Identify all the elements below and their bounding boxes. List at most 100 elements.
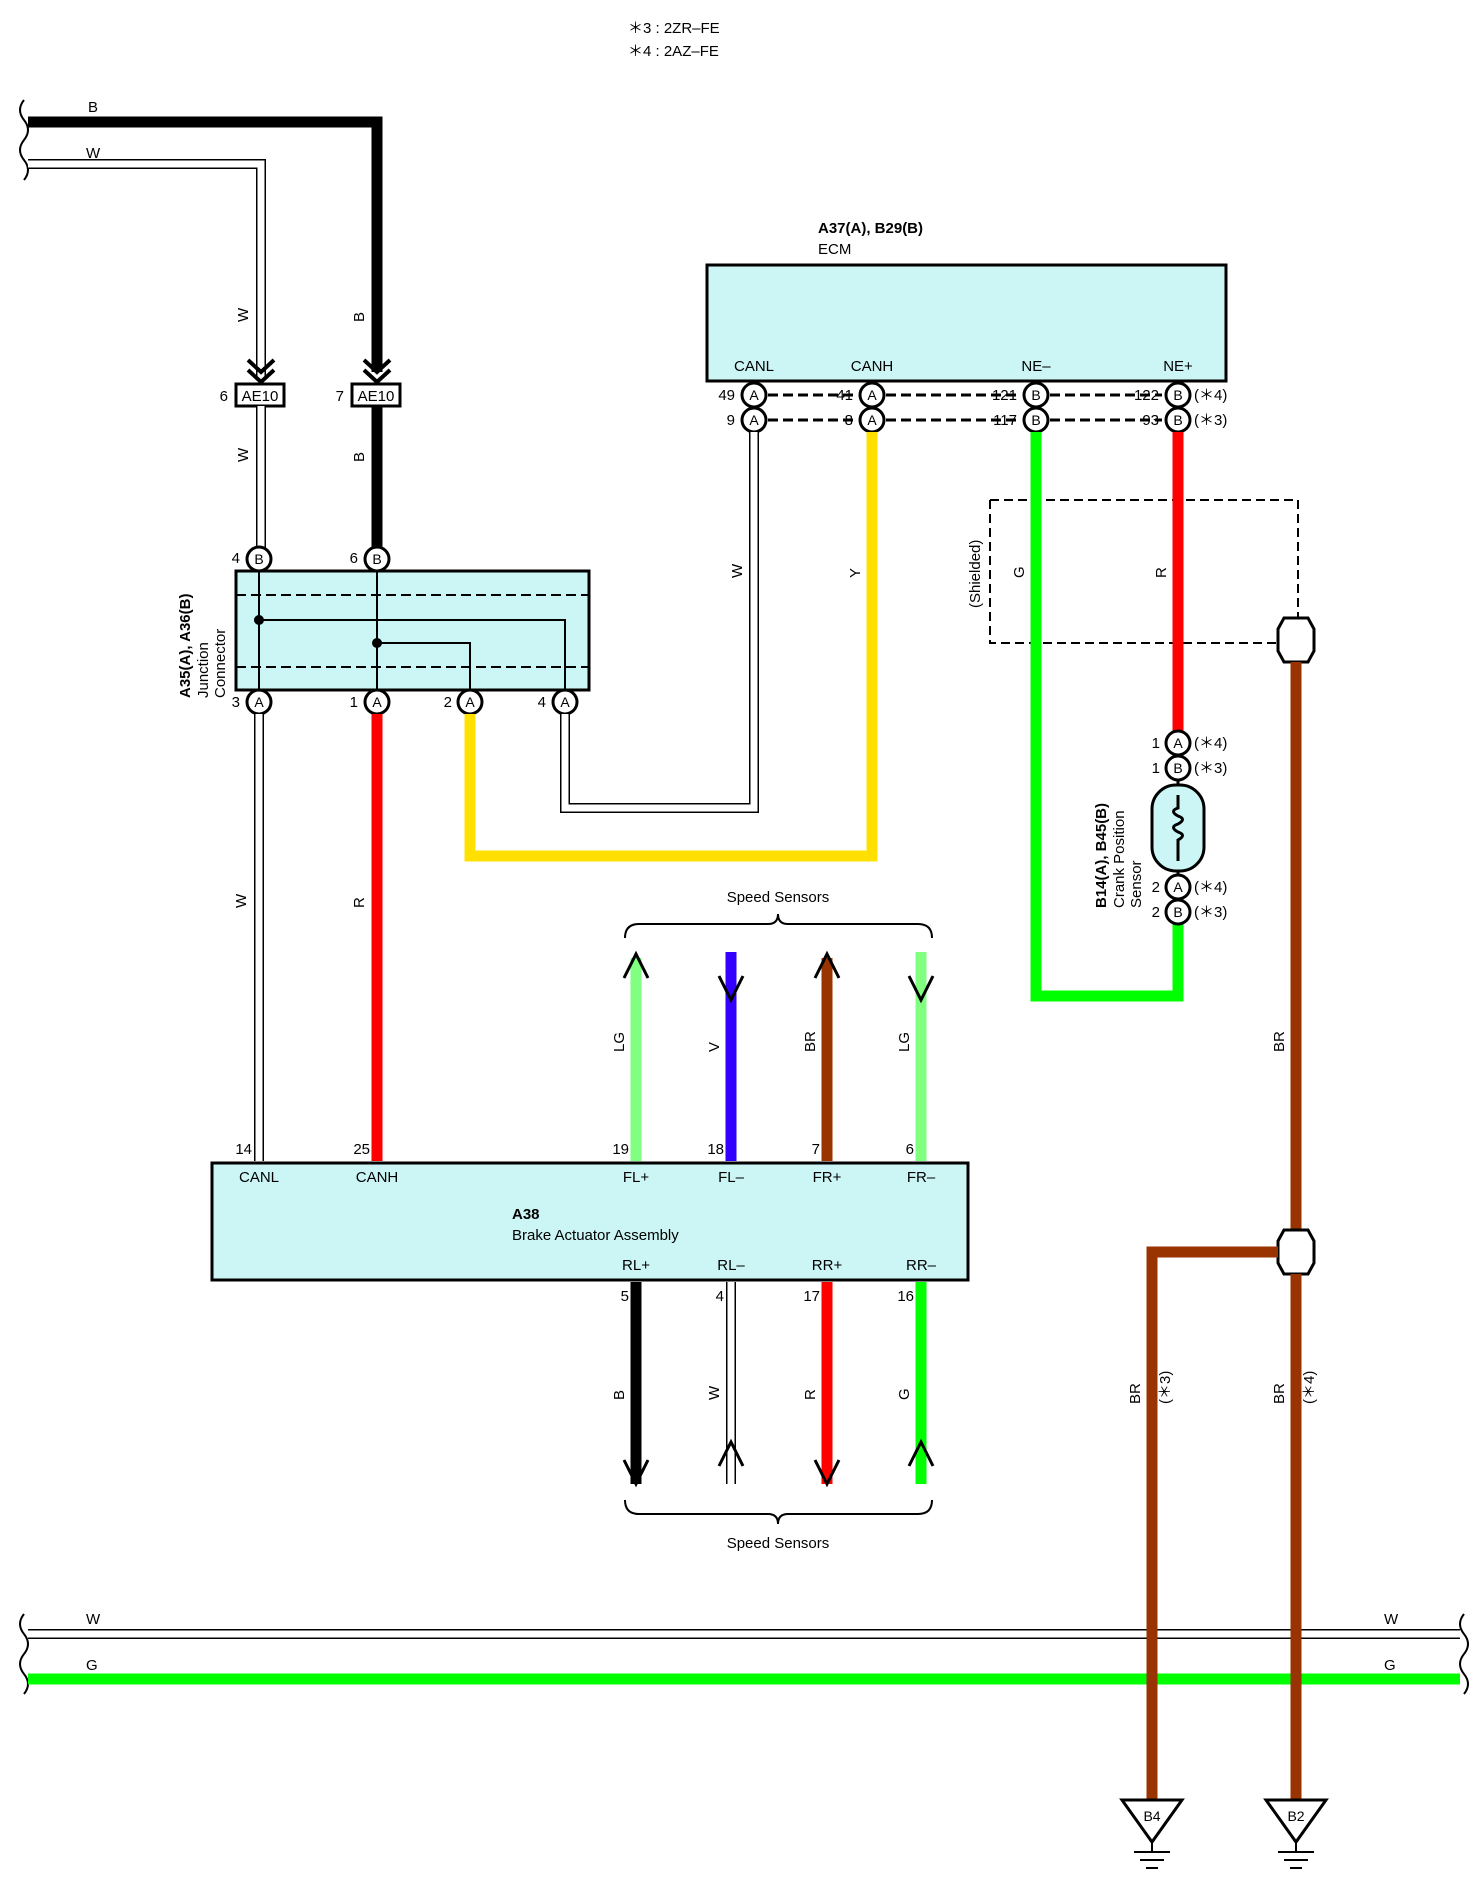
svg-text:1: 1 [1152, 735, 1160, 752]
svg-text:AE10: AE10 [242, 388, 279, 405]
brake-actuator-id: A38 [512, 1206, 540, 1223]
wire-label-b-ae10-in: B [351, 312, 368, 322]
svg-text:B: B [372, 551, 381, 567]
ecm-id: A37(A), B29(B) [818, 220, 923, 237]
svg-text:B: B [1031, 387, 1040, 403]
wire-w-top [28, 159, 266, 380]
crank-sensor-name-1: Crank Position [1111, 810, 1128, 908]
svg-text:V: V [706, 1042, 723, 1052]
svg-text:8: 8 [845, 412, 853, 429]
svg-text:7: 7 [812, 1141, 820, 1158]
svg-text:(＊4): (＊4) [1194, 879, 1227, 896]
junction-pin-top-4 [245, 545, 273, 573]
svg-text:6: 6 [350, 550, 358, 567]
svg-text:W: W [235, 447, 252, 462]
svg-text:G: G [1011, 566, 1028, 578]
wire-g-ne-minus [1030, 432, 1184, 1002]
svg-text:17: 17 [803, 1288, 820, 1305]
svg-text:BR: BR [802, 1031, 819, 1052]
wire-y-ecm-canh [464, 432, 878, 862]
crank-sensor-name-2: Sensor [1128, 860, 1145, 908]
junction-internal-wiring [259, 619, 566, 690]
arrow-up-icon [907, 1438, 935, 1467]
svg-text:G: G [896, 1388, 913, 1400]
svg-text:B2: B2 [1287, 1808, 1304, 1824]
svg-text:G: G [1384, 1657, 1396, 1674]
svg-text:LG: LG [611, 1032, 628, 1052]
svg-text:R: R [802, 1389, 819, 1400]
svg-text:W: W [729, 563, 746, 578]
wire-label-w-ae10-in: W [235, 307, 252, 322]
wire-b-top [28, 116, 383, 372]
svg-text:6: 6 [906, 1141, 914, 1158]
svg-text:1: 1 [1152, 760, 1160, 777]
svg-text:B4: B4 [1143, 1808, 1160, 1824]
engine-note-3: ＊3 : 2ZR–FE [628, 20, 720, 37]
svg-text:A: A [749, 387, 759, 403]
svg-text:AE10: AE10 [358, 388, 395, 405]
svg-text:W: W [1384, 1611, 1399, 1628]
arrow-up-icon [622, 950, 650, 979]
svg-text:FL–: FL– [718, 1169, 745, 1186]
svg-text:A: A [867, 412, 877, 428]
arrow-down-icon [717, 975, 745, 1004]
brake-actuator-name: Brake Actuator Assembly [512, 1227, 679, 1244]
svg-text:B: B [1031, 412, 1040, 428]
svg-text:B: B [611, 1390, 628, 1400]
svg-text:(＊4): (＊4) [1194, 735, 1227, 752]
svg-text:CANH: CANH [851, 358, 894, 375]
svg-text:B: B [1173, 387, 1182, 403]
svg-text:BR: BR [1271, 1031, 1288, 1052]
crank-sensor-id: B14(A), B45(B) [1093, 803, 1110, 908]
svg-text:A: A [254, 694, 264, 710]
arrow-up-icon [717, 1438, 745, 1467]
svg-text:(＊3): (＊3) [1194, 904, 1227, 921]
crank-pin-2b [1164, 898, 1192, 926]
svg-text:B: B [1173, 904, 1182, 920]
svg-text:(＊3): (＊3) [1157, 1371, 1174, 1404]
wire-break-mark-bottom-right [1459, 1613, 1469, 1695]
svg-text:19: 19 [612, 1141, 629, 1158]
svg-text:A: A [1173, 879, 1183, 895]
ground-b4-icon [1119, 1798, 1185, 1845]
speed-sensors-top-label: Speed Sensors [727, 889, 830, 906]
junction-name-2: Connector [212, 629, 229, 698]
wire-label-b-top: B [88, 99, 98, 116]
svg-text:41: 41 [836, 387, 853, 404]
brake-actuator-box [210, 1161, 970, 1282]
junction-pin-top-6 [363, 545, 391, 573]
arrow-down-icon [907, 975, 935, 1004]
svg-text:A: A [372, 694, 382, 710]
svg-text:NE–: NE– [1021, 358, 1051, 375]
engine-note-4: ＊4 : 2AZ–FE [628, 43, 719, 60]
junction-connector-box [234, 569, 591, 692]
ground-splice-point [1276, 1228, 1316, 1276]
speed-sensors-top-bracket [624, 913, 933, 939]
svg-text:4: 4 [538, 694, 546, 711]
coil-icon [1172, 795, 1184, 861]
svg-text:B: B [1173, 412, 1182, 428]
svg-text:2: 2 [1152, 904, 1160, 921]
svg-text:A: A [465, 694, 475, 710]
svg-text:BR: BR [1127, 1383, 1144, 1404]
svg-text:RR–: RR– [906, 1257, 937, 1274]
svg-text:(＊4): (＊4) [1301, 1371, 1318, 1404]
svg-text:W: W [706, 1385, 723, 1400]
arrow-down-icon [813, 1459, 841, 1488]
shielded-label: (Shielded) [967, 540, 984, 608]
svg-text:W: W [86, 1611, 101, 1628]
wire-br-b4 [1146, 1246, 1278, 1800]
svg-text:A: A [1173, 735, 1183, 751]
svg-text:RL+: RL+ [622, 1257, 650, 1274]
crank-sensor-body [1150, 783, 1206, 873]
ground-b2-icon [1263, 1798, 1329, 1845]
svg-text:(＊4): (＊4) [1194, 387, 1227, 404]
shield-box [989, 499, 1299, 644]
svg-text:122: 122 [1134, 387, 1159, 404]
svg-text:14: 14 [235, 1141, 252, 1158]
wire-break-mark-top [19, 99, 29, 181]
svg-text:FR–: FR– [907, 1169, 936, 1186]
svg-text:3: 3 [232, 694, 240, 711]
svg-text:B: B [1173, 760, 1182, 776]
